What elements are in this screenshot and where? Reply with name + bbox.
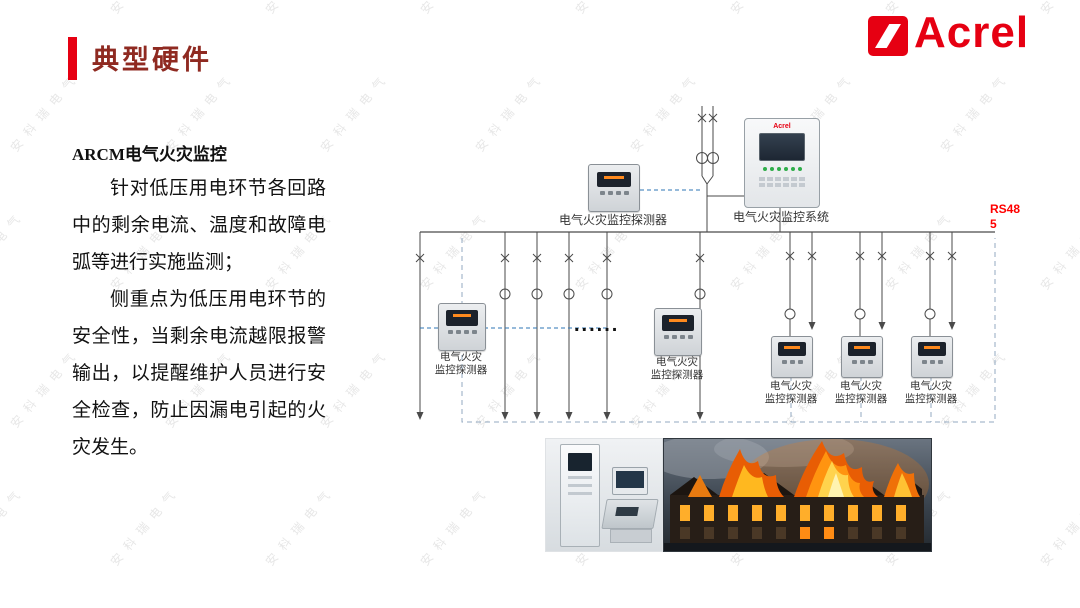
top-detector-label: 电气火灾监控探测器 xyxy=(558,213,667,227)
watermark-text: 安科瑞电气 xyxy=(726,0,803,17)
watermark-text: 安科瑞电气 xyxy=(317,345,393,431)
watermark-text: 安科瑞电气 xyxy=(106,0,183,17)
detector-device-right-1 xyxy=(771,336,813,378)
rs485-label: RS485 xyxy=(990,202,1021,231)
detector-screen xyxy=(918,342,946,356)
description-heading: ARCM电气火灾监控 xyxy=(72,145,227,164)
description-paragraph-2: 侧重点为低压用电环节的安全性，当剩余电流越限报警输出，以提醒维护人员进行安全检查… xyxy=(72,289,326,458)
watermark-text: 安科瑞电气 xyxy=(937,69,1013,155)
detector-buttons xyxy=(772,359,812,364)
cabinet-monitor xyxy=(612,467,648,495)
detector-buttons xyxy=(912,359,952,364)
detector-device-top xyxy=(588,164,640,212)
detector-device-right-3 xyxy=(911,336,953,378)
detector-screen xyxy=(662,314,694,331)
acrel-logo-icon xyxy=(868,16,908,56)
watermark-text: 安科瑞电气 xyxy=(1037,207,1080,293)
panel-screen xyxy=(759,133,805,161)
watermark-text: 安科瑞电气 xyxy=(627,69,703,155)
ellipsis-dots: ...... xyxy=(574,314,620,336)
watermark-text: 安科瑞电气 xyxy=(317,69,393,155)
watermark-text: 安科瑞电气 xyxy=(0,207,28,293)
fire-illustration xyxy=(664,439,931,551)
detector-device-left xyxy=(438,303,486,351)
panel-buttons xyxy=(745,177,819,187)
left-detector-label: 电气火灾 监控探测器 xyxy=(434,351,488,376)
description-paragraph-1: 针对低压用电环节各回路中的剩余电流、温度和故障电弧等进行实施监测； xyxy=(72,178,326,273)
monitoring-system-panel: Acrel xyxy=(744,118,820,208)
detector-buttons xyxy=(439,329,485,334)
watermark-text: 安科瑞电气 xyxy=(416,0,493,17)
description-block: ARCM电气火灾监控 针对低压用电环节各回路中的剩余电流、温度和故障电弧等进行实… xyxy=(72,140,326,466)
detector-device-right-2 xyxy=(841,336,883,378)
title-accent-bar xyxy=(68,37,77,80)
watermark-text: 安科瑞电气 xyxy=(261,0,338,17)
detector-screen xyxy=(446,309,478,326)
watermark-text: 安科瑞电气 xyxy=(571,0,648,17)
watermark-text: 安科瑞电气 xyxy=(262,483,338,569)
acrel-logo-text: Acrel xyxy=(914,8,1030,57)
watermark-text: 安科瑞电气 xyxy=(472,69,548,155)
detector-buttons xyxy=(589,191,639,196)
detector-screen xyxy=(848,342,876,356)
panel-brand-text: Acrel xyxy=(773,123,791,130)
cabinet-tower xyxy=(560,444,600,547)
detector-screen xyxy=(778,342,806,356)
watermark-text: 安科瑞电气 xyxy=(1037,483,1080,569)
watermark-text: 安科瑞电气 xyxy=(1036,0,1080,17)
watermark-text: 安科瑞电气 xyxy=(417,207,493,293)
watermark-text: 安科瑞电气 xyxy=(882,207,958,293)
right-detector-label-1: 电气火灾 监控探测器 xyxy=(764,380,818,405)
monitoring-cabinet-photo xyxy=(545,438,663,552)
cabinet-base xyxy=(610,529,652,543)
right-detector-label-2: 电气火灾 监控探测器 xyxy=(834,380,888,405)
watermark-text: 安科瑞电气 xyxy=(107,483,183,569)
right-detector-label-3: 电气火灾 监控探测器 xyxy=(904,380,958,405)
watermark-text: 安科瑞电气 xyxy=(417,483,493,569)
watermark-text: 安科瑞电气 xyxy=(0,483,28,569)
detector-buttons xyxy=(655,334,701,339)
watermark-text: 安科瑞电气 xyxy=(0,0,29,17)
page-title: 典型硬件 xyxy=(92,45,212,75)
cabinet-keypad xyxy=(615,507,639,516)
detector-buttons xyxy=(842,359,882,364)
center-detector-label: 电气火灾 监控探测器 xyxy=(650,356,704,381)
breaker-x-symbols xyxy=(415,113,957,263)
detector-device-center xyxy=(654,308,702,356)
ct-circle-symbols xyxy=(499,152,936,320)
detector-screen xyxy=(597,171,631,188)
panel-indicator-lights xyxy=(745,167,819,171)
burning-building-photo xyxy=(663,438,932,552)
system-label: 电气火灾监控系统 xyxy=(732,210,829,224)
